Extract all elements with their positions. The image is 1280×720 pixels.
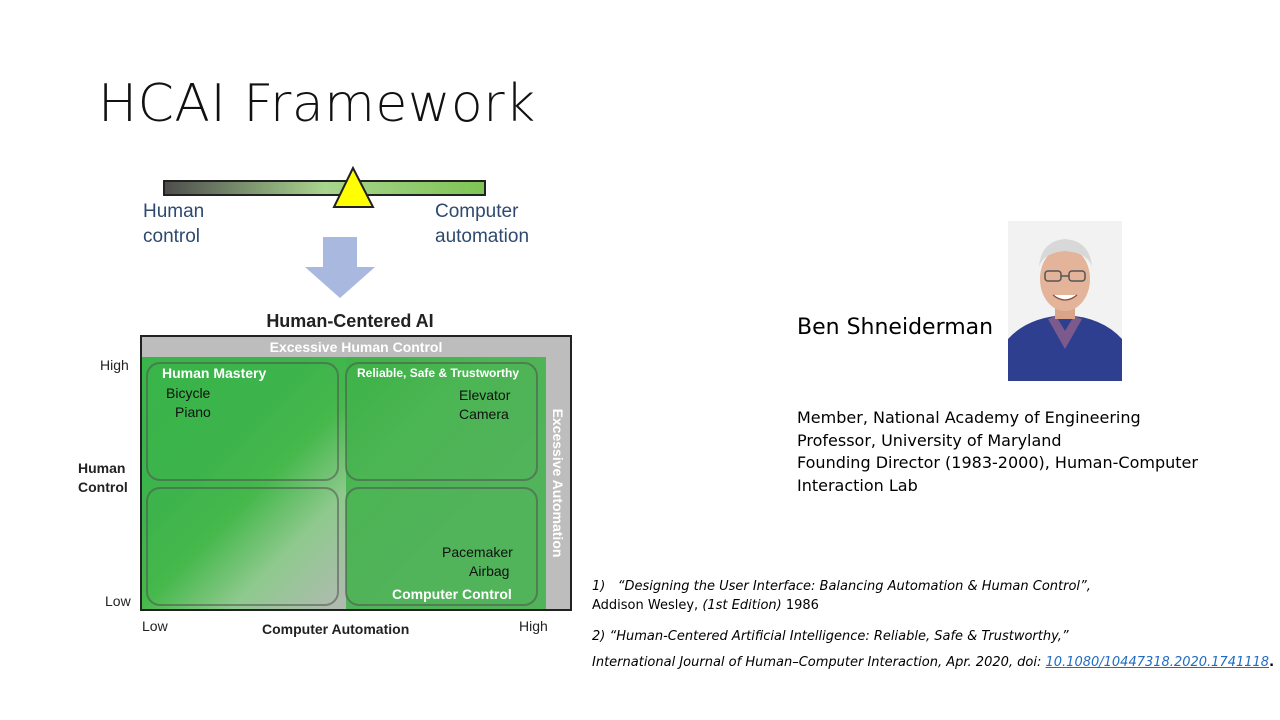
x-axis-high-label: High <box>519 618 548 634</box>
balance-slider <box>162 165 488 212</box>
y-axis-title-line1: Human <box>78 460 126 476</box>
slide-title: HCAI Framework <box>98 74 536 134</box>
reference-1-year: 1986 <box>781 598 819 613</box>
credential-2: Professor, University of Maryland <box>797 431 1062 450</box>
excessive-automation-label: Excessive Automation <box>550 408 566 558</box>
balance-slider-graphic <box>163 165 486 208</box>
computer-control-heading: Computer Control <box>392 586 512 602</box>
reference-1-number: 1) <box>592 579 606 594</box>
y-axis-high-label: High <box>100 357 129 373</box>
reference-2-title: 2) “Human-Centered Artificial Intelligen… <box>592 629 1069 644</box>
reference-1-title: “Designing the User Interface: Balancing… <box>617 579 1091 594</box>
diagram-title: Human-Centered AI <box>266 311 434 331</box>
computer-automation-line1: Computer <box>435 201 519 222</box>
diagram-green-right <box>346 357 546 609</box>
reference-1-edition: (1st Edition) <box>702 598 782 613</box>
y-axis-title: Human Control <box>78 459 128 497</box>
human-control-line1: Human <box>143 201 205 222</box>
reference-1-line2: Addison Wesley, (1st Edition) 1986 <box>592 598 819 613</box>
human-mastery-heading: Human Mastery <box>162 365 267 381</box>
credential-1: Member, National Academy of Engineering <box>797 408 1141 427</box>
item-camera: Camera <box>459 406 509 422</box>
credential-4: Interaction Lab <box>797 476 918 495</box>
down-arrow-icon <box>303 237 377 304</box>
item-piano: Piano <box>175 404 211 420</box>
excessive-human-control-band: Excessive Human Control <box>269 339 443 355</box>
reference-2-period: . <box>1269 655 1275 670</box>
balance-triangle-icon <box>332 165 375 208</box>
reference-1-publisher: Addison Wesley, <box>592 598 703 613</box>
person-name: Ben Shneiderman <box>797 315 994 340</box>
credential-3: Founding Director (1983-2000), Human-Com… <box>797 453 1198 472</box>
quadrant-bottom-right <box>345 487 538 606</box>
x-axis-low-label: Low <box>142 618 168 634</box>
reference-2-journal: International Journal of Human–Computer … <box>592 655 1046 670</box>
reference-2-line2: International Journal of Human–Computer … <box>592 655 1274 670</box>
quadrant-top-left <box>146 362 339 481</box>
quadrant-top-right <box>345 362 538 481</box>
quadrant-bottom-left <box>146 487 339 606</box>
excessive-automation-band: Excessive Automation <box>546 357 570 609</box>
reference-1-line1: 1) “Designing the User Interface: Balanc… <box>592 579 1091 594</box>
portrait-photo <box>1008 221 1122 381</box>
computer-automation-label: Computer automation <box>435 199 529 249</box>
item-airbag: Airbag <box>469 563 510 579</box>
reference-2-doi-link[interactable]: 10.1080/10447318.2020.1741118 <box>1045 655 1270 670</box>
human-control-label: Human control <box>143 199 204 249</box>
x-axis-title: Computer Automation <box>262 621 410 637</box>
item-elevator: Elevator <box>459 387 511 403</box>
item-bicycle: Bicycle <box>166 385 211 401</box>
computer-automation-line2: automation <box>435 226 530 247</box>
y-axis-title-line2: Control <box>78 479 128 495</box>
item-pacemaker: Pacemaker <box>442 544 513 560</box>
y-axis-low-label: Low <box>105 593 131 609</box>
reliable-safe-trustworthy-heading: Reliable, Safe & Trustworthy <box>357 366 520 380</box>
human-control-line2: control <box>143 226 201 247</box>
